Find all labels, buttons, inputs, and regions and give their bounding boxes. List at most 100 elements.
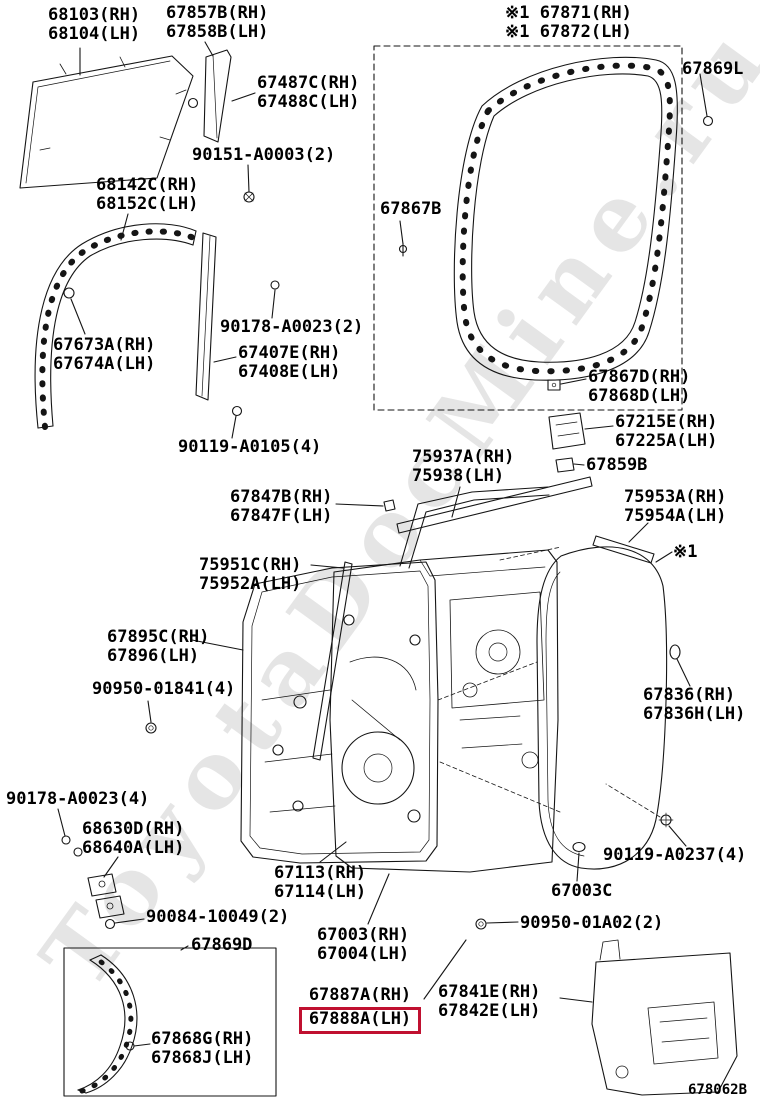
highlighted-part-number: 67888A(LH) (298, 1007, 422, 1034)
division-bar-pillar-drawing (187, 41, 256, 143)
part-label-67895C: 67895C(RH) 67896(LH) (107, 627, 210, 667)
part-number-line: 67895C(RH) (107, 627, 210, 647)
part-number-line: 67896(LH) (107, 646, 200, 667)
part-label-67003C: 67003C (551, 881, 613, 901)
part-number-line: 68152C(LH) (96, 194, 199, 215)
part-label-68630D: 68630D(RH) 68640A(LH) (82, 819, 185, 859)
part-number-line: 75951C(RH) (199, 555, 302, 575)
part-number-line: 90084-10049(2) (146, 907, 290, 927)
diagram-code: 678062B (688, 1082, 748, 1098)
part-number-line: 67859B (586, 455, 648, 475)
part-label-90950-01841: 90950-01841(4) (92, 679, 236, 699)
part-label-68142C: 68142C(RH) 68152C(LH) (96, 175, 199, 215)
part-number-line: 67836(RH) (643, 685, 736, 705)
part-label-67673A: 67673A(RH) 67674A(LH) (53, 335, 156, 375)
part-number-line: 67004(LH) (317, 944, 410, 965)
part-label-90119-A0105: 90119-A0105(4) (178, 437, 322, 457)
part-number-line: 68104(LH) (48, 24, 141, 45)
rear-door-glass-drawing (19, 47, 194, 189)
part-label-90084-10049: 90084-10049(2) (146, 907, 290, 927)
part-number-line: 67858B(LH) (166, 22, 269, 43)
glass-run-channel-drawing (34, 213, 237, 430)
highlight-row: 67888A(LH) (283, 1005, 437, 1034)
part-number-line: 67867D(RH) (588, 367, 691, 387)
part-number-line: 67869L (682, 59, 744, 79)
part-number-line: 68142C(RH) (96, 175, 199, 195)
part-number-line: 68630D(RH) (82, 819, 185, 839)
part-number-line: 68640A(LH) (82, 838, 185, 859)
part-label-67869L: 67869L (682, 59, 744, 79)
part-number-line: ※1 (673, 542, 698, 562)
lower-channel-box-drawing (63, 945, 277, 1097)
part-label-67859B: 67859B (586, 455, 648, 475)
part-number-line: 67836H(LH) (643, 704, 746, 725)
door-frame-assembly-drawing (310, 486, 559, 1000)
belt-moldings-drawing (335, 412, 655, 564)
part-number-line: 90119-A0237(4) (603, 845, 747, 865)
part-label-67887A-67888A: 67887A(RH) 67888A(LH) (283, 985, 437, 1034)
part-number-line: 67847B(RH) (230, 487, 333, 507)
part-number-line: 67868G(RH) (151, 1029, 254, 1049)
part-label-90119-A0237: 90119-A0237(4) (603, 845, 747, 865)
part-number-line: 67674A(LH) (53, 354, 156, 375)
part-label-67868G: 67868G(RH) 67868J(LH) (151, 1029, 254, 1069)
part-label-67869D: 67869D (191, 935, 253, 955)
part-number-line: 67114(LH) (274, 882, 367, 903)
part-label-75937A: 75937A(RH) 75938(LH) (412, 447, 515, 487)
part-label-67867B: 67867B (380, 199, 442, 219)
part-label-67841E: 67841E(RH) 67842E(LH) (438, 982, 541, 1022)
part-number-line: 67887A(RH) (308, 985, 412, 1005)
part-number-line: 67487C(RH) (257, 73, 360, 93)
part-label-90151-A0003: 90151-A0003(2) (192, 145, 336, 165)
part-number-line: 67003C (551, 881, 613, 901)
part-number-line: 68103(RH) (48, 5, 141, 25)
part-label-75953A: 75953A(RH) 75954A(LH) (624, 487, 727, 527)
part-number-line: 90151-A0003(2) (192, 145, 336, 165)
part-label-67836: 67836(RH) 67836H(LH) (643, 685, 746, 725)
part-label-67847B: 67847B(RH) 67847F(LH) (230, 487, 333, 527)
part-number-line: 75953A(RH) (624, 487, 727, 507)
hinge-parts-drawing (87, 856, 125, 919)
part-number-line: 67215E(RH) (615, 412, 718, 432)
part-number-line: 67408E(LH) (238, 362, 341, 383)
part-number-line: 90178-A0023(4) (6, 789, 150, 809)
part-label-67867D: 67867D(RH) 67868D(LH) (588, 367, 691, 407)
door-outer-panel-drawing (437, 546, 673, 870)
part-number-line: 67847F(LH) (230, 506, 333, 527)
part-number-line: 67003(RH) (317, 925, 410, 945)
part-number-line: 67868D(LH) (588, 386, 691, 407)
part-number-line: 67869D (191, 935, 253, 955)
part-number-line: ※1 67871(RH) (505, 3, 632, 23)
part-number-line: 75952A(LH) (199, 574, 302, 595)
reference-mark-1: ※1 (673, 542, 698, 562)
part-number-line: 67407E(RH) (238, 343, 341, 363)
part-label-67215E: 67215E(RH) 67225A(LH) (615, 412, 718, 452)
part-number-line: 67488C(LH) (257, 92, 360, 113)
part-label-67857B: 67857B(RH) 67858B(LH) (166, 3, 269, 43)
part-number-line: 67868J(LH) (151, 1048, 254, 1069)
part-number-line: ※1 67872(LH) (505, 22, 632, 43)
part-number-line: 67841E(RH) (438, 982, 541, 1002)
part-number-line: 90950-01A02(2) (520, 913, 664, 933)
part-number-line: 67842E(LH) (438, 1001, 541, 1022)
fastener-symbols (57, 164, 691, 930)
part-number-line: 75937A(RH) (412, 447, 515, 467)
part-number-line: 67867B (380, 199, 442, 219)
service-hole-cover-drawing (559, 939, 738, 1096)
part-label-68103: 68103(RH) 68104(LH) (48, 5, 141, 45)
part-number-line: 75938(LH) (412, 466, 505, 487)
part-number-line: 67113(RH) (274, 863, 367, 883)
part-number-line: 90119-A0105(4) (178, 437, 322, 457)
part-label-67113: 67113(RH) 67114(LH) (274, 863, 367, 903)
part-number-line: 67673A(RH) (53, 335, 156, 355)
part-number-line: 90950-01841(4) (92, 679, 236, 699)
part-number-line: 67225A(LH) (615, 431, 718, 452)
part-label-67407E: 67407E(RH) 67408E(LH) (238, 343, 341, 383)
part-label-67871: ※1 67871(RH) ※1 67872(LH) (505, 3, 632, 43)
part-number-line: 75954A(LH) (624, 506, 727, 527)
part-label-67003: 67003(RH) 67004(LH) (317, 925, 410, 965)
weatherstrip-dashed-box-drawing (373, 45, 714, 411)
part-label-90178-A0023-2: 90178-A0023(2) (220, 317, 364, 337)
part-number-line: 90178-A0023(2) (220, 317, 364, 337)
